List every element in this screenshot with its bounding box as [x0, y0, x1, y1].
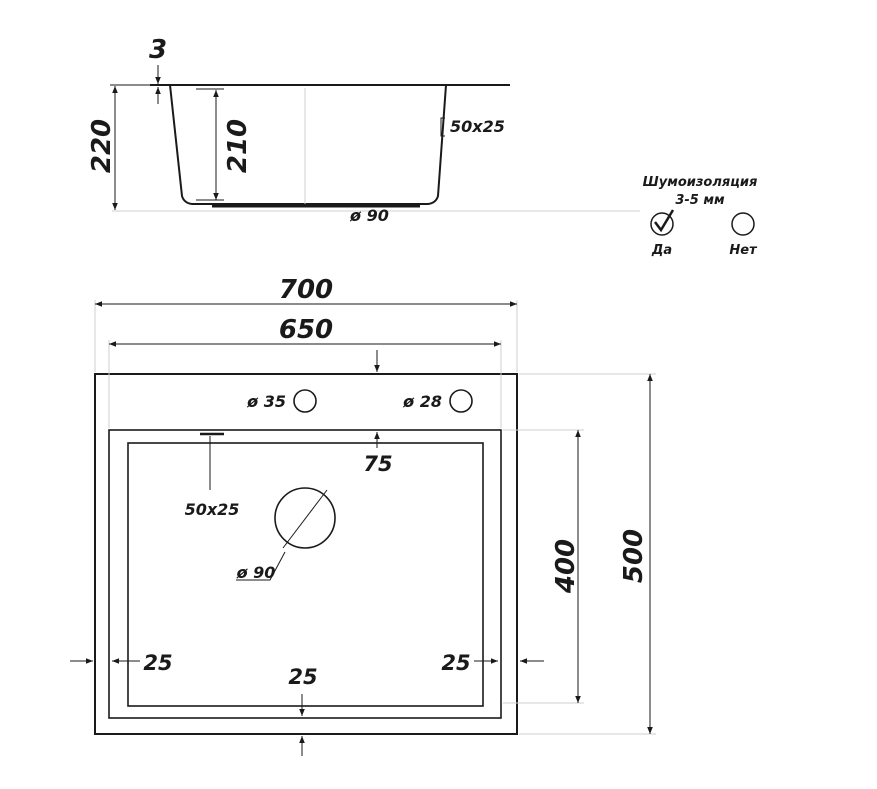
dim-bottom-margin: 25 [288, 665, 317, 689]
side-bowl-profile [169, 84, 447, 205]
dim-outer-height: 500 [619, 529, 649, 583]
top-view: 700 650 ø 35 ø 28 75 50x25 ø 90 25 25 [70, 275, 656, 756]
dim-bowl-height: 400 [551, 539, 581, 594]
option-yes[interactable]: Да [650, 209, 675, 258]
faucet-hole-left [293, 389, 317, 413]
dim-top-margin: 75 [363, 452, 392, 476]
dim-bowl-depth: 210 [223, 119, 253, 173]
faucet-hole-left-label: ø 35 [246, 392, 286, 411]
top-drain-hole [274, 487, 336, 549]
top-overflow-label: 50x25 [185, 500, 240, 519]
faucet-hole-right [449, 389, 473, 413]
top-outer-outline [94, 373, 518, 735]
check-icon [654, 209, 675, 233]
side-drain-label: ø 90 [349, 206, 389, 225]
top-drain-label: ø 90 [236, 563, 276, 582]
dim-rim-thickness: 3 [149, 35, 167, 65]
dim-outer-width: 700 [279, 275, 333, 305]
dim-inner-width: 650 [279, 315, 333, 345]
top-inner-outline [108, 429, 502, 719]
top-drain-diameter-line [282, 489, 328, 549]
side-view: 220 210 3 50x25 ø 90 [87, 35, 640, 225]
side-overflow-bracket [440, 117, 445, 137]
dim-total-height: 220 [87, 119, 117, 173]
dim-left-margin: 25 [143, 651, 172, 675]
option-no[interactable]: Нет [729, 212, 758, 258]
dim-right-margin: 25 [441, 651, 470, 675]
top-bowl-outline [127, 442, 484, 707]
top-drain-leader [236, 551, 286, 581]
faucet-hole-right-label: ø 28 [402, 392, 442, 411]
noise-insulation-title: Шумоизоляция [643, 175, 758, 190]
noise-insulation-legend: Шумоизоляция 3-5 мм Да Нет [643, 175, 758, 258]
option-no-radio[interactable] [731, 212, 755, 236]
side-overflow-label: 50x25 [450, 117, 505, 136]
option-no-label: Нет [729, 243, 758, 258]
option-yes-label: Да [651, 243, 672, 258]
option-yes-radio[interactable] [650, 212, 674, 236]
noise-insulation-thickness: 3-5 мм [675, 193, 725, 208]
